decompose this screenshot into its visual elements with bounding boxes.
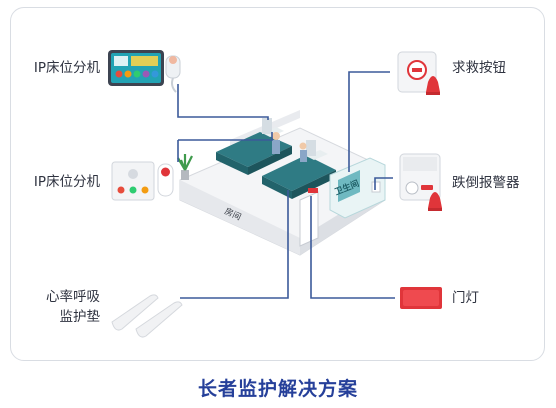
tablet-bed-unit-icon xyxy=(108,50,181,93)
line-tablet xyxy=(177,84,269,120)
plant-icon xyxy=(177,154,193,180)
label-bed-unit-wall: IP床位分机 xyxy=(33,174,100,190)
door xyxy=(299,188,319,247)
person-figure xyxy=(300,150,307,162)
label-sos-button: 求救按钮 xyxy=(452,60,506,76)
label-breath-pad-line2: 监护垫 xyxy=(59,309,101,325)
label-fall-alarm: 跌倒报警器 xyxy=(452,175,520,191)
bathroom-block xyxy=(329,157,386,219)
line-sos xyxy=(348,71,390,172)
breath-pad-icon xyxy=(111,294,183,338)
fall-alarm-icon xyxy=(399,153,442,211)
line-fall-alarm xyxy=(374,177,393,190)
small-fall-alarm xyxy=(371,181,381,193)
sos-button-icon xyxy=(397,51,440,95)
door-light-small xyxy=(308,188,318,193)
line-door-light xyxy=(310,196,395,299)
diagram-caption: 长者监护解决方案 xyxy=(197,378,358,400)
wall-bed-unit-icon xyxy=(111,161,174,201)
person-figure xyxy=(272,140,280,154)
line-wall-unit xyxy=(178,132,273,141)
room-floor-edge-left xyxy=(180,180,300,255)
room-illustration xyxy=(177,110,386,256)
bed-2 xyxy=(262,140,336,199)
door-light-icon xyxy=(400,287,442,309)
label-door-light: 门灯 xyxy=(452,290,479,306)
line-breath-pad xyxy=(180,190,289,299)
label-breath-pad-line1: 心率呼吸 xyxy=(46,289,100,305)
connector-lines xyxy=(177,71,395,299)
label-bed-unit-tablet: IP床位分机 xyxy=(33,60,100,76)
